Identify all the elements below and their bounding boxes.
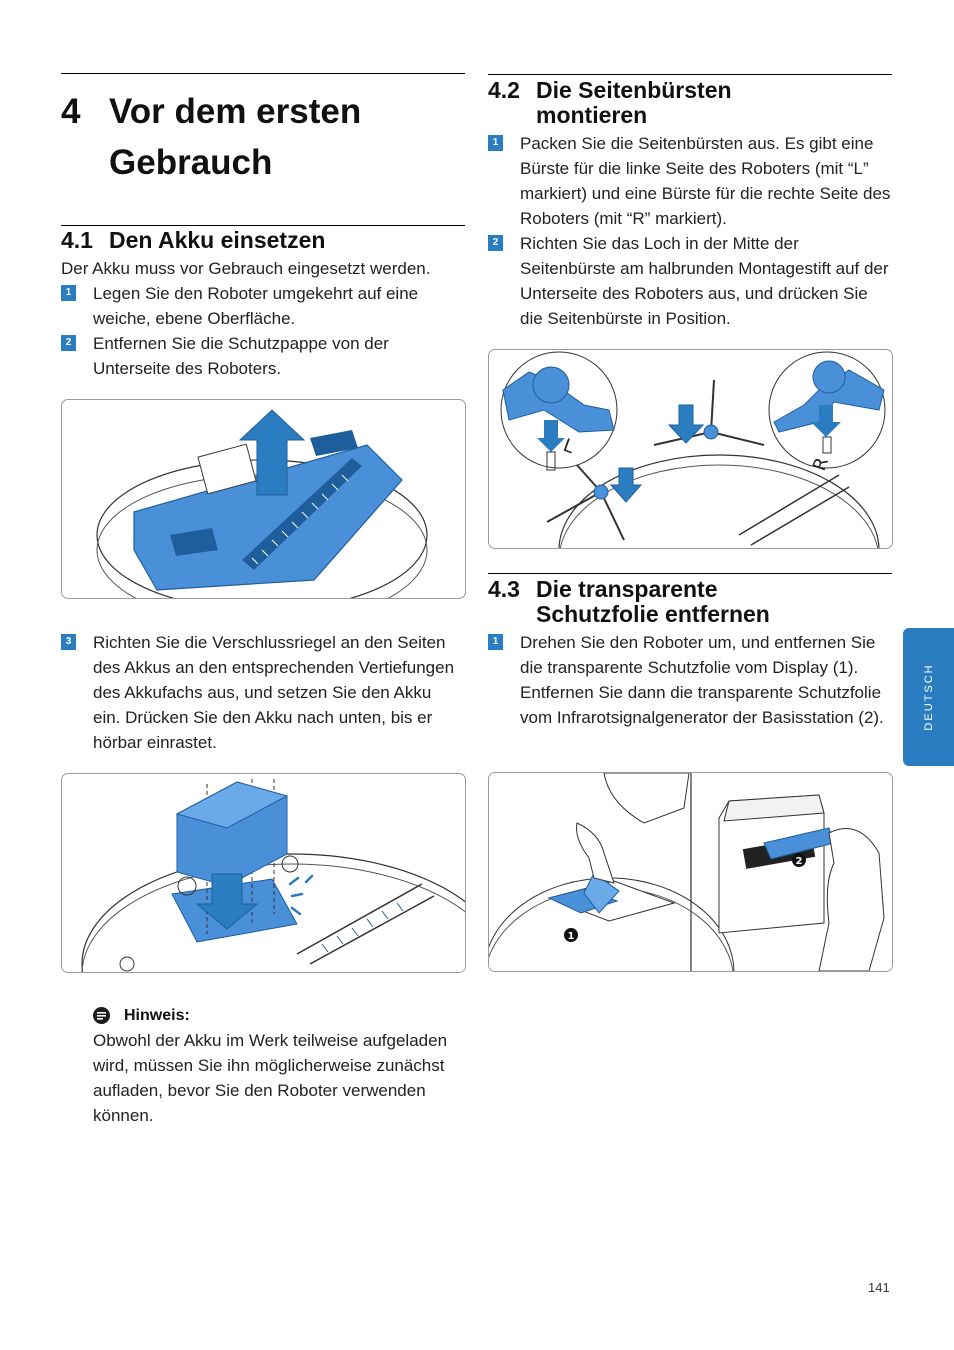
battery-insert-illustration — [81, 779, 465, 972]
step-text: Packen Sie die Seitenbürsten aus. Es gib… — [520, 134, 891, 228]
language-side-tab: DEUTSCH — [903, 628, 954, 766]
film-step-1-label: 1 — [568, 931, 575, 942]
robot-underside-illustration — [96, 409, 428, 598]
chapter-heading: 4 Vor dem ersten Gebrauch — [61, 86, 361, 182]
step-4-2-2: 2 Richten Sie das Loch in der Mitte der … — [488, 231, 892, 331]
section-4-3-heading: 4.3 Die transparente Schutzfolie entfern… — [488, 576, 892, 627]
section-4-3-number: 4.3 — [488, 576, 520, 602]
step-4-1-3: 3 Richten Sie die Verschlussriegel an de… — [61, 630, 465, 755]
remove-film-illustration: 1 2 — [489, 773, 885, 971]
page-number: 141 — [868, 1280, 890, 1295]
section-4-3-rule — [488, 573, 892, 574]
step-text: Drehen Sie den Roboter um, und entfernen… — [520, 633, 884, 727]
step-text: Entfernen Sie die Schutzpappe von der Un… — [93, 334, 389, 378]
step-4-1-1: 1 Legen Sie den Roboter umgekehrt auf ei… — [61, 281, 465, 331]
section-4-2-rule — [488, 74, 892, 75]
chapter-title: Vor dem ersten Gebrauch — [109, 92, 362, 182]
step-text: Richten Sie die Verschlussriegel an den … — [93, 633, 455, 752]
section-4-2-title: Die Seitenbürsten montieren — [536, 77, 732, 128]
note-title: Hinweis: — [124, 1007, 190, 1024]
step-number-badge: 3 — [61, 634, 76, 650]
figure-remove-cardboard — [61, 399, 466, 599]
section-4-1-intro: Der Akku muss vor Gebrauch eingesetzt we… — [61, 259, 431, 278]
chapter-number: 4 — [61, 92, 81, 131]
section-4-2-number: 4.2 — [488, 77, 520, 103]
note-icon — [93, 1007, 110, 1024]
step-4-2-1: 1 Packen Sie die Seitenbürsten aus. Es g… — [488, 131, 892, 231]
figure-insert-battery — [61, 773, 466, 973]
figure-side-brushes: L R — [488, 349, 893, 549]
step-4-3-1: 1 Drehen Sie den Roboter um, und entfern… — [488, 630, 892, 755]
section-4-1-number: 4.1 — [61, 227, 93, 253]
side-brush-illustration: L R — [500, 351, 886, 548]
section-4-1-title: Den Akku einsetzen — [109, 227, 326, 253]
section-4-2-heading: 4.2 Die Seitenbürsten montieren — [488, 77, 892, 128]
note-body: Obwohl der Akku im Werk teilweise aufgel… — [93, 1031, 448, 1125]
step-number-badge: 2 — [488, 235, 503, 251]
step-text: Legen Sie den Roboter umgekehrt auf eine… — [93, 284, 419, 328]
figure-remove-film: 1 2 — [488, 772, 893, 972]
section-4-3-title: Die transparente Schutzfolie entfernen — [536, 576, 770, 627]
language-tab-label: DEUTSCH — [922, 663, 935, 731]
chapter-top-rule — [61, 73, 465, 74]
step-number-badge: 2 — [61, 335, 76, 351]
section-4-1-rule — [61, 225, 465, 226]
step-number-badge: 1 — [488, 634, 503, 650]
section-4-1-heading: 4.1 Den Akku einsetzen — [61, 228, 465, 253]
step-4-1-2: 2 Entfernen Sie die Schutzpappe von der … — [61, 331, 465, 381]
film-step-2-label: 2 — [796, 856, 803, 867]
step-number-badge: 1 — [488, 135, 503, 151]
step-number-badge: 1 — [61, 285, 76, 301]
step-text: Richten Sie das Loch in der Mitte der Se… — [520, 234, 889, 328]
